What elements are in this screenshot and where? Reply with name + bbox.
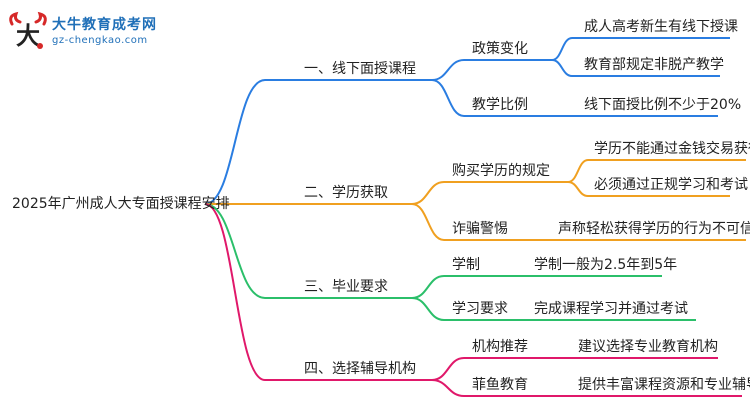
- leaf-easy-degree-untrustworthy: 声称轻松获得学历的行为不可信: [558, 221, 750, 237]
- connector-root-branch4: [204, 203, 432, 381]
- leaf-no-money-degree: 学历不能通过金钱交易获得: [594, 141, 750, 157]
- subtopic-buying-degree-rules: 购买学历的规定: [452, 163, 550, 179]
- connector-branch3-years: [411, 275, 520, 299]
- connector-buy-leaf2: [567, 181, 730, 197]
- branch-degree-acquisition: 二、学历获取: [304, 185, 388, 201]
- logo-name: 大牛教育成考网: [52, 17, 157, 33]
- leaf-complete-courses: 完成课程学习并通过考试: [534, 301, 688, 317]
- branch-offline-courses: 一、线下面授课程: [304, 61, 416, 77]
- subtopic-institution-recommendation: 机构推荐: [472, 339, 528, 355]
- leaf-study-years: 学制一般为2.5年到5年: [534, 257, 678, 273]
- leaf-formal-study-exam: 必须通过正规学习和考试: [594, 177, 748, 193]
- connector-root-branch3: [204, 203, 412, 299]
- logo-url: gz-chengkao.com: [52, 35, 148, 46]
- subtopic-feiyu-education: 菲鱼教育: [472, 377, 528, 393]
- site-logo[interactable]: 大 大牛教育成考网 gz-chengkao.com: [6, 10, 176, 50]
- connector-branch1-policy: [431, 59, 552, 81]
- connector-branch2-fraud: [411, 203, 552, 241]
- subtopic-study-requirements: 学习要求: [452, 301, 508, 317]
- connector-root-branch1: [204, 79, 432, 205]
- connector-policy-leaf1: [551, 37, 730, 61]
- subtopic-study-period: 学制: [452, 257, 480, 273]
- connector-branch4-recommend: [431, 357, 552, 381]
- connector-policy-leaf2: [551, 59, 720, 77]
- connector-branch1-ratio: [431, 79, 552, 117]
- branch-graduation-requirements: 三、毕业要求: [304, 279, 388, 295]
- svg-text:大: 大: [16, 21, 40, 50]
- leaf-ministry-part-time: 教育部规定非脱产教学: [584, 57, 724, 73]
- leaf-offline-ratio: 线下面授比例不少于20%: [584, 97, 742, 113]
- branch-choose-tutoring: 四、选择辅导机构: [304, 361, 416, 377]
- subtopic-fraud-warning: 诈骗警惕: [452, 221, 508, 237]
- subtopic-policy-change: 政策变化: [472, 41, 528, 57]
- connector-branch4-feiyu: [431, 379, 552, 397]
- connector-buy-leaf1: [567, 159, 746, 183]
- bull-logo-icon: 大: [9, 11, 47, 50]
- root-topic: 2025年广州成人大专面授课程安排: [12, 196, 230, 212]
- leaf-adult-exam-offline: 成人高考新生有线下授课: [584, 19, 738, 35]
- connector-branch2-buy: [411, 181, 568, 205]
- leaf-choose-professional-institution: 建议选择专业教育机构: [578, 339, 718, 355]
- connector-branch3-study: [411, 297, 520, 321]
- leaf-rich-resources: 提供丰富课程资源和专业辅导: [578, 377, 750, 393]
- subtopic-teaching-ratio: 教学比例: [472, 97, 528, 113]
